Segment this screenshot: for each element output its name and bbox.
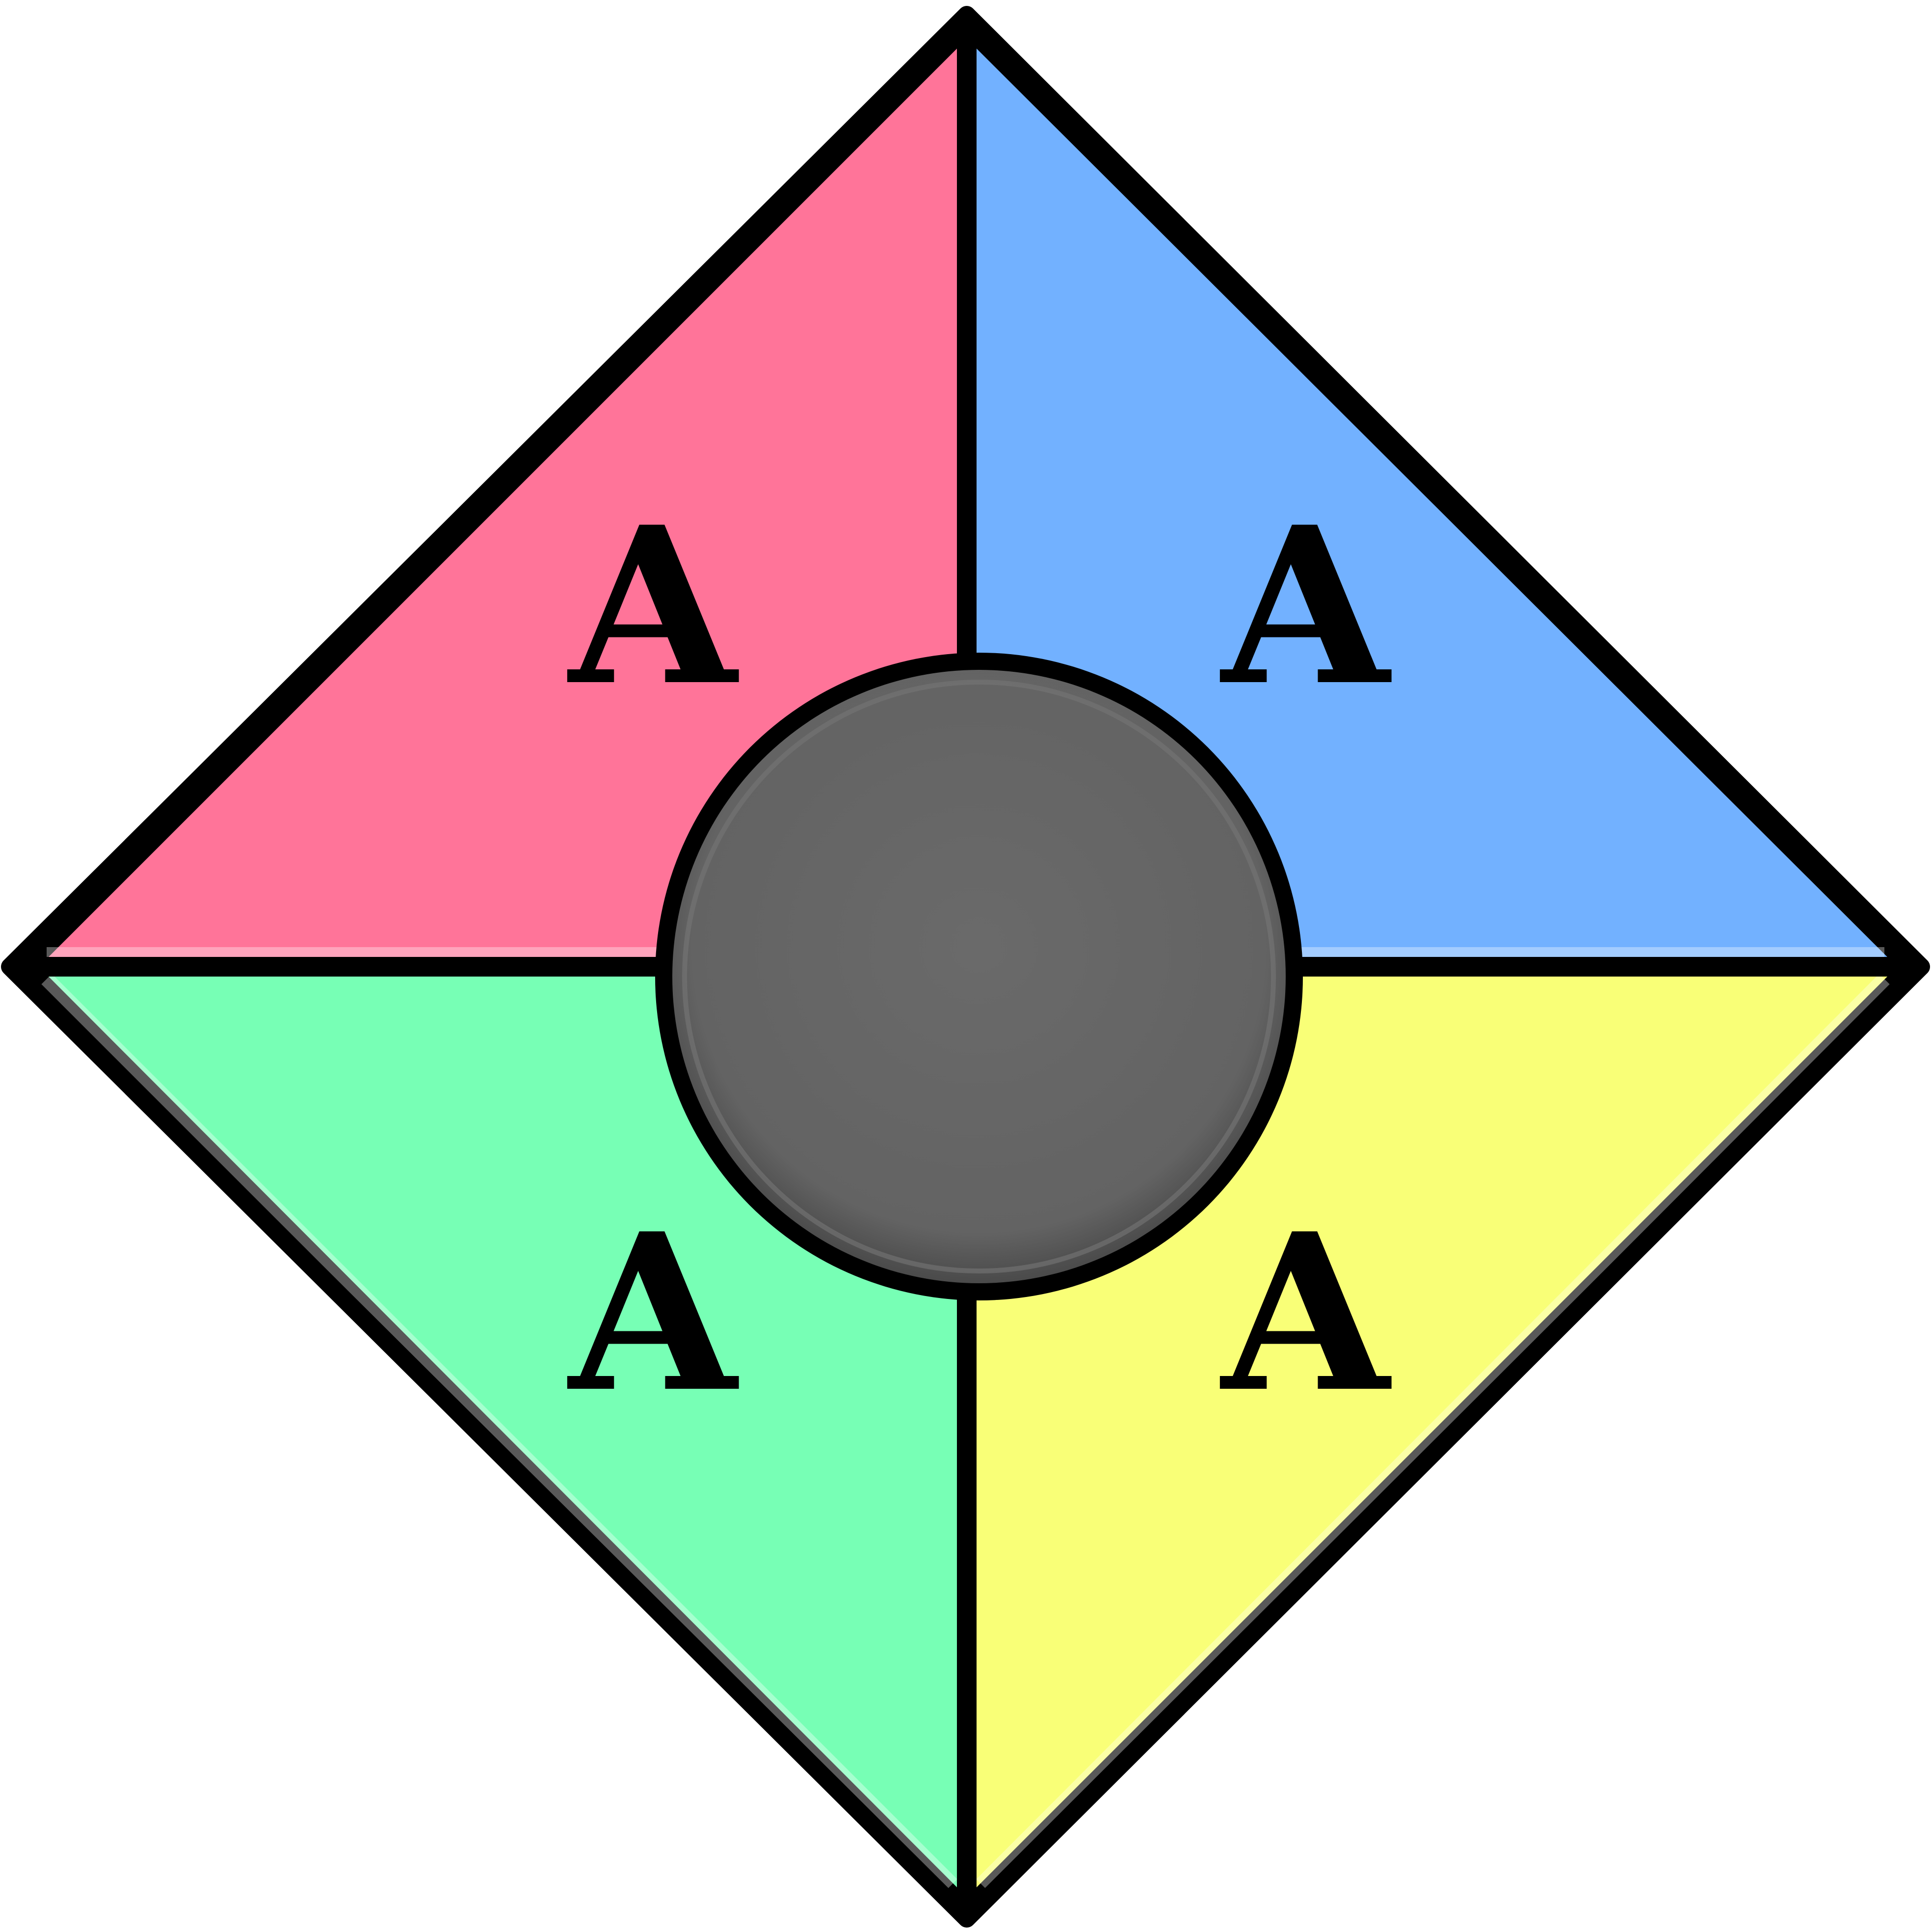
quadrant-bottom-left-letter: A	[565, 1186, 741, 1440]
quadrant-top-right-letter: A	[1218, 479, 1394, 733]
center-button[interactable]	[672, 670, 1286, 1283]
quadrant-bottom-right-letter: A	[1218, 1186, 1394, 1440]
center-button-rim	[682, 680, 1276, 1273]
quadrant-top-left-letter: A	[565, 479, 741, 733]
